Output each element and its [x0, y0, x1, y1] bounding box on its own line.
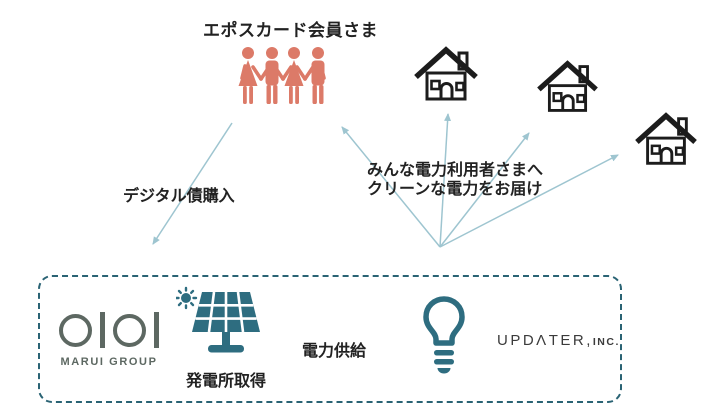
members-title: エポスカード会員さま [203, 21, 378, 40]
clean-power-label: みんな電力利用者さまへ クリーンな電力をお届け [367, 161, 543, 199]
light-bulb-icon [423, 296, 465, 374]
solar-panel-icon [176, 286, 260, 353]
oioi-bar [100, 312, 105, 348]
oioi-bar [154, 312, 159, 348]
clean-power-line2: クリーンな電力をお届け [367, 181, 543, 198]
oioi-symbol [56, 311, 162, 349]
updater-logo: UPDΛTER, INC. [497, 332, 620, 349]
power-supply-label: 電力供給 [302, 343, 367, 360]
sun-icon [176, 286, 198, 310]
house-icon-1 [414, 46, 478, 101]
plant-acquisition-label: 発電所取得 [186, 373, 267, 390]
digital-bond-label: デジタル債購入 [123, 188, 235, 205]
marui-logo: MARUI GROUP [56, 311, 162, 368]
updater-name: UPDΛTER, [497, 332, 593, 349]
house-icon-3 [635, 112, 697, 165]
people-group-icon [238, 47, 326, 104]
updater-suffix: INC. [592, 336, 620, 348]
oioi-circle [59, 313, 92, 347]
oioi-circle [113, 313, 146, 347]
marui-group-name: MARUI GROUP [60, 356, 158, 368]
clean-power-line1: みんな電力利用者さまへ [367, 162, 544, 179]
house-icon-2 [537, 60, 598, 112]
